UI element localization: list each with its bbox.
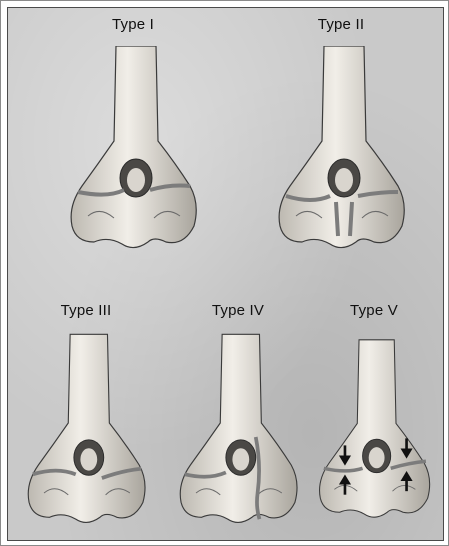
type-4-bone-illustration [168,330,308,530]
type-5-panel: Type V [308,302,440,538]
type-2-bone-illustration [266,46,416,251]
type-1-label: Type I [58,16,208,33]
type-5-bone-illustration [308,330,440,530]
type-1-panel: Type I [58,16,208,256]
humerus-shaft [279,46,404,248]
type-3-panel: Type III [16,302,156,538]
type-4-panel: Type IV [168,302,308,538]
humerus-shaft [180,334,297,522]
humerus-shaft [71,46,196,248]
type-3-bone-illustration [16,330,156,530]
type-2-label: Type II [266,16,416,33]
humerus-shaft [320,340,430,517]
type-4-label: Type IV [168,302,308,319]
illustration-panel: Type I Type II [7,7,444,541]
type-5-label: Type V [308,302,440,319]
type-2-panel: Type II [266,16,416,256]
type-1-bone-illustration [58,46,208,251]
humerus-shaft [28,334,145,522]
type-3-label: Type III [16,302,156,319]
